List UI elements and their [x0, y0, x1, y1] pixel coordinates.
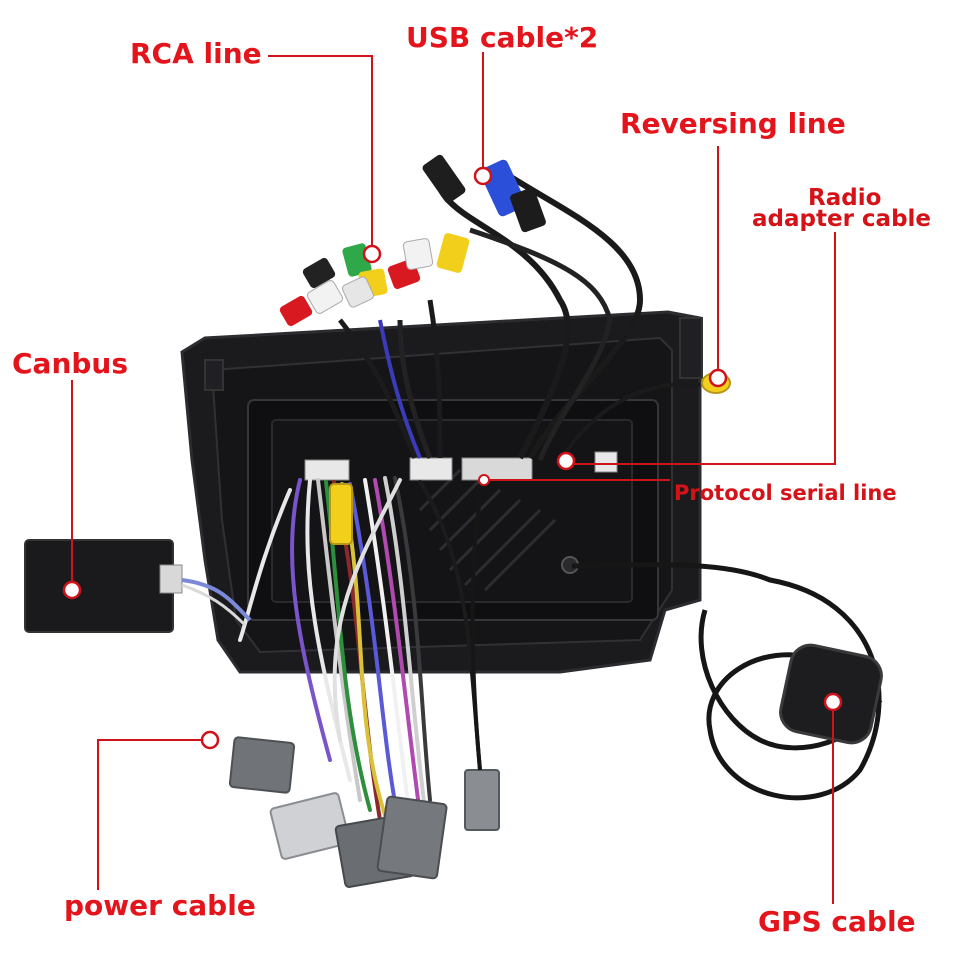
leader-rca	[268, 55, 373, 254]
rca-plugs	[279, 233, 470, 459]
head-unit	[180, 310, 703, 674]
leader-radio	[566, 232, 836, 465]
power-connectors	[228, 736, 500, 888]
marker-rca	[362, 244, 382, 264]
leader-lines	[71, 52, 836, 904]
label-gps-cable: GPS cable	[758, 905, 916, 938]
marker-gps	[823, 692, 843, 712]
usb-cables	[422, 154, 644, 461]
marker-canbus	[62, 580, 82, 600]
label-protocol-serial-line: Protocol serial line	[674, 481, 897, 505]
label-radio-line2: adapter cable	[752, 206, 932, 232]
callout-markers	[62, 166, 843, 750]
canbus-box	[24, 539, 252, 633]
marker-reversing	[708, 368, 728, 388]
label-canbus: Canbus	[12, 347, 129, 380]
label-usb-cable: USB cable*2	[406, 21, 599, 54]
leader-power	[97, 739, 210, 890]
label-rca-line: RCA line	[130, 37, 262, 70]
marker-power	[200, 730, 220, 750]
label-power-cable: power cable	[64, 889, 256, 922]
wire-bundle	[238, 476, 482, 832]
marker-radio	[556, 451, 576, 471]
label-radio-line1: Radio	[808, 185, 882, 211]
label-reversing-line: Reversing line	[620, 107, 846, 140]
marker-usb	[473, 166, 493, 186]
marker-protocol	[478, 474, 490, 486]
yellow-rca-plug	[329, 483, 353, 545]
vent-grille	[418, 468, 557, 592]
